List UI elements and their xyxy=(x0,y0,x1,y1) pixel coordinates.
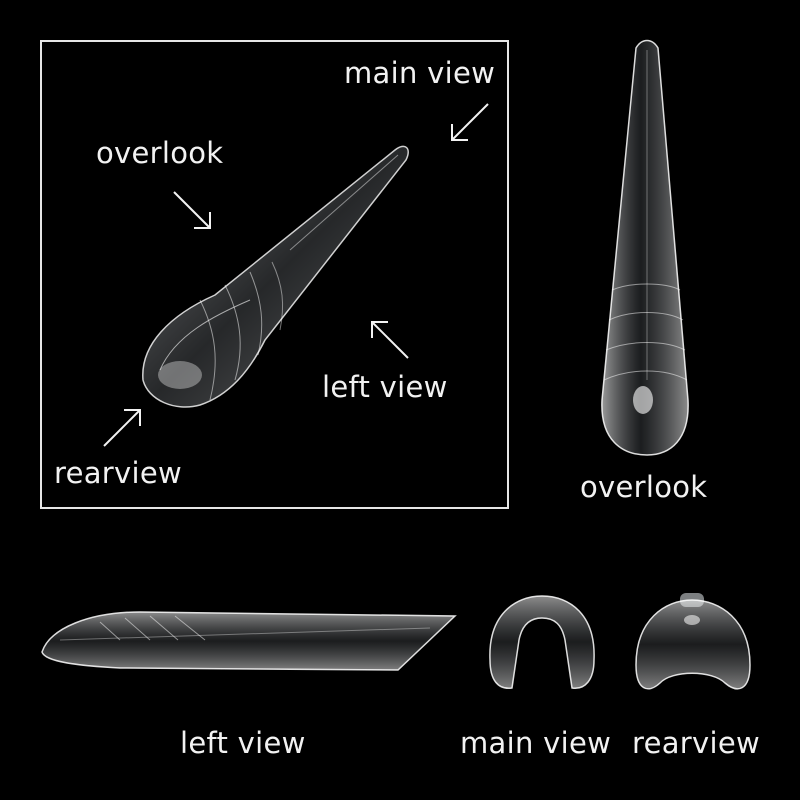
nail-tip-rearview xyxy=(635,593,751,690)
label-rearview-bottom: rearview xyxy=(632,726,761,760)
callout-arrows xyxy=(103,103,489,447)
arrow-main-view-icon xyxy=(451,103,489,141)
arrow-overlook-icon xyxy=(173,191,211,229)
diagram-frame xyxy=(40,40,509,509)
label-overlook-right: overlook xyxy=(580,470,708,504)
arrow-rearview-icon xyxy=(103,409,141,447)
nail-tip-overlook xyxy=(601,39,689,456)
label-left-view-bottom: left view xyxy=(180,726,306,760)
nail-tip-main-view xyxy=(489,595,595,689)
label-left-view-top: left view xyxy=(322,370,448,404)
arrow-left-view-icon xyxy=(371,321,409,359)
label-overlook-top: overlook xyxy=(96,136,224,170)
nail-tip-perspective xyxy=(142,145,409,408)
nail-tip-left-view xyxy=(41,611,457,671)
label-rearview-top: rearview xyxy=(54,456,183,490)
label-main-view-top: main view xyxy=(344,56,496,90)
label-main-view-bottom: main view xyxy=(460,726,612,760)
